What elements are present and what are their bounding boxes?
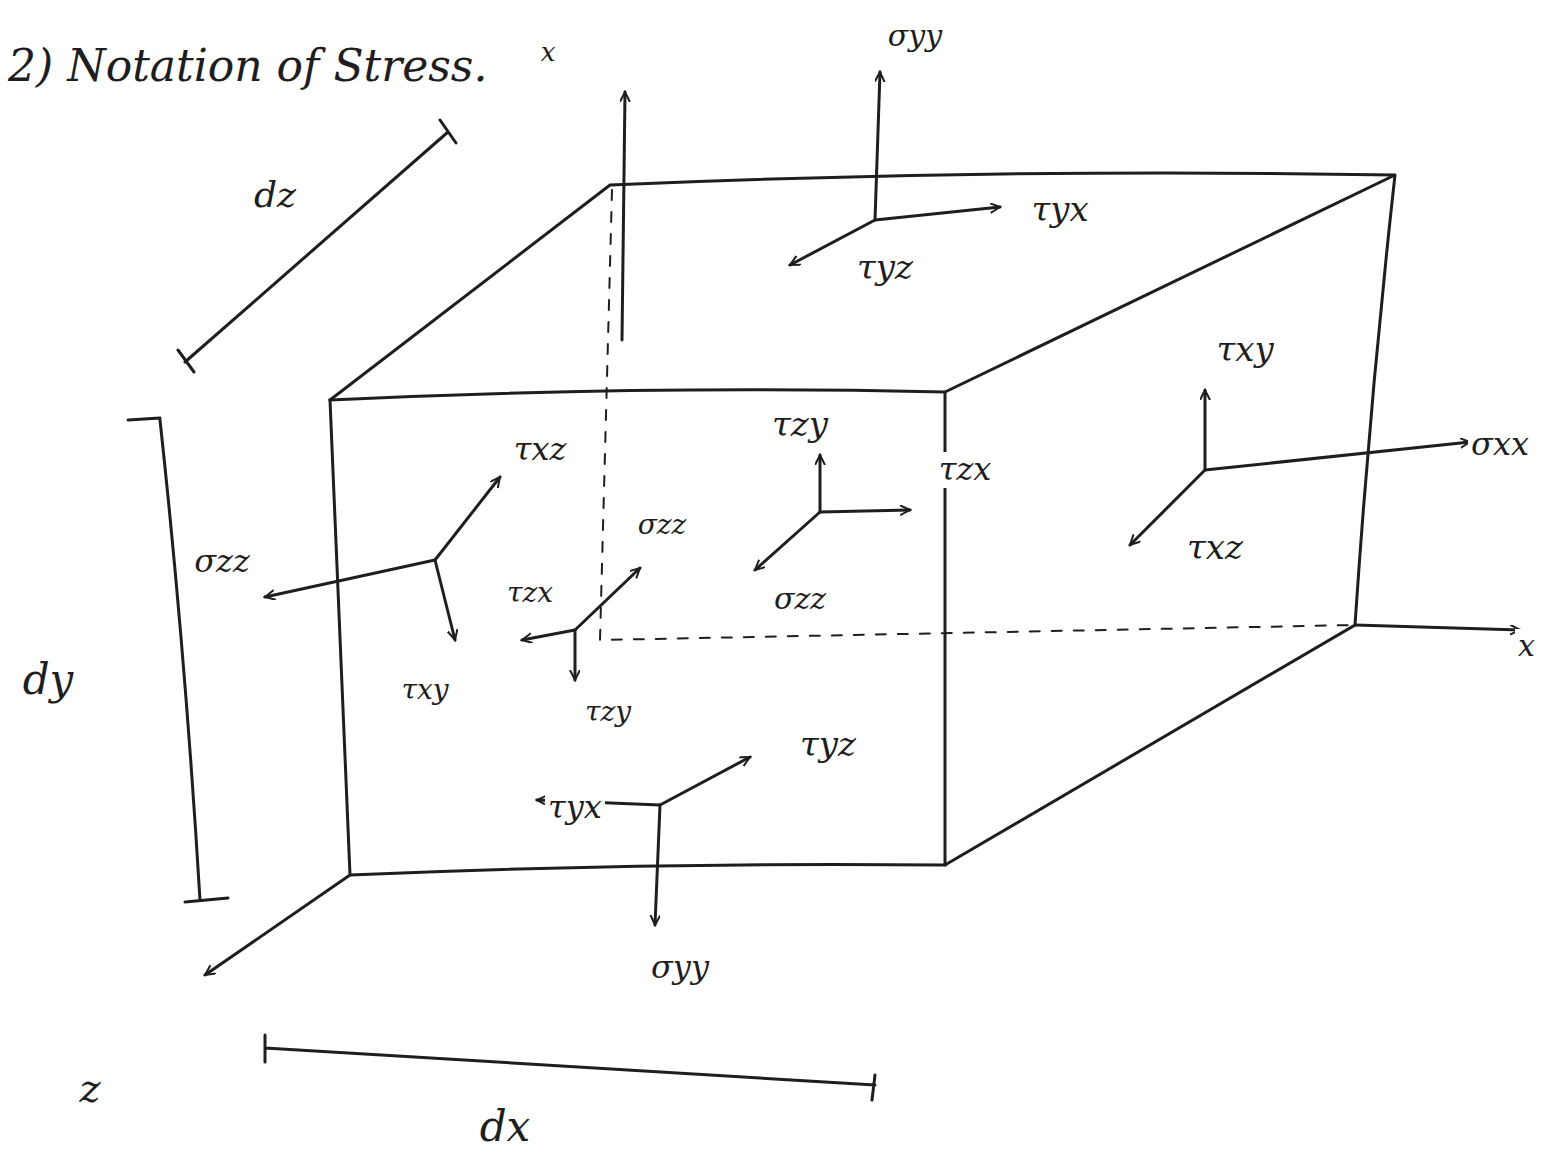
stress-label: σzz	[771, 582, 829, 615]
stress-label: σxx	[1468, 427, 1532, 462]
front-face	[330, 390, 945, 875]
right-face	[945, 175, 1395, 865]
stress-label: σyy	[885, 19, 945, 52]
stress-label: x	[538, 38, 559, 67]
stress-label: τxz	[1184, 529, 1246, 566]
diagram-title: 2) Notation of Stress.	[8, 40, 487, 91]
stress-label: τzy	[769, 406, 831, 443]
stress-label: τxy	[1213, 331, 1276, 368]
stress-label: dz	[251, 175, 299, 215]
stress-label: τyx	[545, 790, 605, 825]
stress-label: x	[1515, 629, 1538, 662]
x-axis	[1355, 625, 1520, 630]
stress-label: τzx	[504, 578, 556, 609]
stress-label: dx	[477, 1104, 534, 1150]
stress-label: τyz	[797, 726, 859, 763]
stress-label: σzz	[635, 510, 690, 541]
dx-dimension	[265, 1035, 875, 1100]
stress-label: τxy	[398, 675, 451, 706]
stress-label: σzz	[191, 544, 253, 579]
stress-label: z	[76, 1066, 103, 1110]
stress-label: τzy	[582, 697, 634, 728]
stress-label: dy	[20, 657, 77, 703]
stress-label: τyz	[854, 249, 916, 286]
top-face	[330, 173, 1395, 400]
stress-label: τyx	[1028, 191, 1091, 228]
z-axis	[205, 875, 350, 975]
stress-label: σyy	[648, 950, 712, 985]
dz-dimension	[178, 120, 456, 372]
stress-label: τxz	[511, 432, 570, 467]
hidden-edges	[600, 190, 1355, 640]
dy-dimension	[128, 418, 228, 902]
stress-label: τzx	[936, 452, 995, 487]
